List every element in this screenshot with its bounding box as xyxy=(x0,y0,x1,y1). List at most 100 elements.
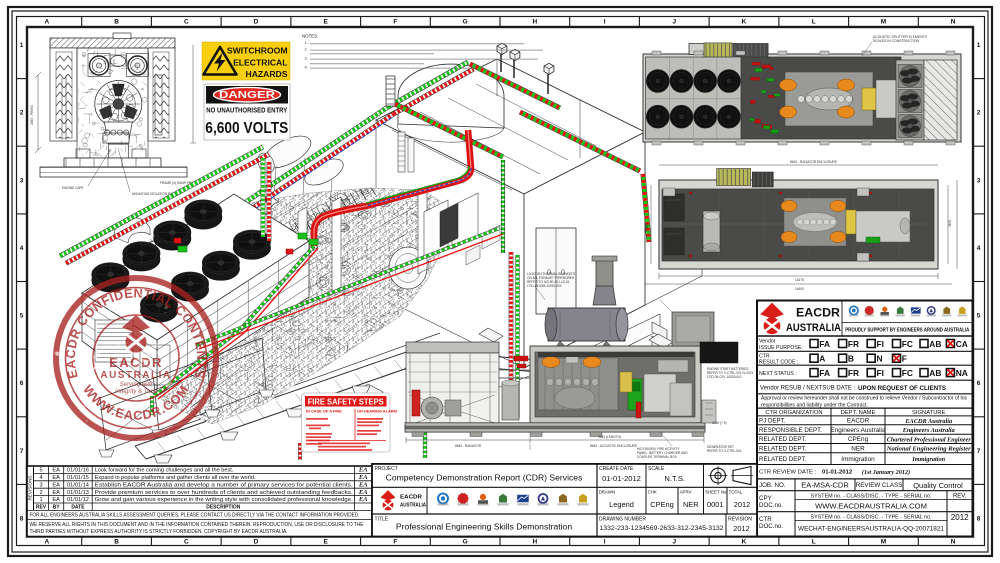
svg-text:CTR: CTR xyxy=(759,354,770,360)
svg-text:M: M xyxy=(881,539,886,546)
svg-text:1.: 1. xyxy=(305,41,308,45)
svg-text:ON ALL EXHAUST PIPEWORKS: ON ALL EXHAUST PIPEWORKS xyxy=(527,276,574,280)
svg-text:5: 5 xyxy=(20,313,24,320)
svg-text:REV.: REV. xyxy=(953,494,967,500)
svg-text:AB: AB xyxy=(929,339,941,349)
svg-text:0001: 0001 xyxy=(707,500,723,509)
svg-text:(1st January 2012): (1st January 2012) xyxy=(862,469,910,476)
svg-text:HAZARDS: HAZARDS xyxy=(245,69,287,79)
svg-text:H: H xyxy=(533,539,538,546)
svg-text:JOB. NO.: JOB. NO. xyxy=(759,482,786,489)
svg-text:LTID-09-CPL-10025-001: LTID-09-CPL-10025-001 xyxy=(707,375,742,379)
svg-text:WECHAT-ENGINEERSAUSTRALIA-QQ-2: WECHAT-ENGINEERSAUSTRALIA-QQ-20071821 xyxy=(798,526,944,533)
svg-text:REV: REV xyxy=(36,505,47,511)
svg-text:G: G xyxy=(463,539,468,546)
svg-text:LTID-091009-10019-001: LTID-091009-10019-001 xyxy=(527,284,562,288)
svg-text:EA-MSA-CDR: EA-MSA-CDR xyxy=(801,481,849,490)
svg-text:FIRE SAFETY STEPS: FIRE SAFETY STEPS xyxy=(308,398,385,407)
svg-text:RELATED DEPT.: RELATED DEPT. xyxy=(759,456,807,463)
svg-text:CTR REVIEW DATE :: CTR REVIEW DATE : xyxy=(759,470,817,476)
svg-text:8640 - ACOUSTIC ENCLOSURE: 8640 - ACOUSTIC ENCLOSURE xyxy=(590,444,637,448)
svg-text:B: B xyxy=(114,19,119,26)
svg-text:6: 6 xyxy=(20,380,24,387)
svg-text:M: M xyxy=(881,19,886,26)
svg-text:K: K xyxy=(742,19,747,26)
svg-text:NEXT STATUS :: NEXT STATUS : xyxy=(759,371,797,377)
svg-text:DESCRIPTION: DESCRIPTION xyxy=(206,505,241,511)
svg-text:THIRD PARTIES WITHOUT EXPRESS: THIRD PARTIES WITHOUT EXPRESS AUTHORITY … xyxy=(30,529,288,535)
svg-text:2: 2 xyxy=(39,490,42,496)
svg-text:EA: EA xyxy=(52,468,60,474)
svg-text:LAGG ON THERMAL BLANKETS: LAGG ON THERMAL BLANKETS xyxy=(527,272,575,276)
svg-text:EA: EA xyxy=(358,489,368,496)
svg-text:CPEng: CPEng xyxy=(650,500,673,509)
svg-text:Immigration: Immigration xyxy=(911,456,945,463)
svg-text:AB: AB xyxy=(929,368,941,378)
svg-text:WWW.EACDRAUSTRALIA.COM: WWW.EACDRAUSTRALIA.COM xyxy=(815,502,927,511)
svg-text:2012: 2012 xyxy=(951,513,969,522)
svg-text:EA: EA xyxy=(52,490,60,496)
svg-text:DOC.no.: DOC.no. xyxy=(759,523,783,530)
svg-text:D: D xyxy=(254,19,259,26)
svg-text:EACDR: EACDR xyxy=(400,495,423,501)
svg-text:F: F xyxy=(393,19,397,26)
svg-text:2012: 2012 xyxy=(734,500,750,509)
svg-text:L: L xyxy=(812,19,816,26)
svg-text:FRAME (4) SUMP PROFILE: FRAME (4) SUMP PROFILE xyxy=(160,181,201,185)
svg-text:SEALED IN CONSTRUCTION: SEALED IN CONSTRUCTION xyxy=(873,39,920,43)
svg-text:C: C xyxy=(184,539,189,546)
svg-text:responsibilities and liability: responsibilities and liability under the… xyxy=(761,402,868,408)
svg-text:Provide premium services to ov: Provide premium services to over hundred… xyxy=(95,490,354,496)
svg-text:ACM (7.5): ACM (7.5) xyxy=(712,421,727,425)
svg-text:E: E xyxy=(324,19,329,26)
svg-text:Immigration: Immigration xyxy=(841,456,875,463)
svg-text:FOR ALL ENGINEERS AUSTRALIA SK: FOR ALL ENGINEERS AUSTRALIA SKILLS ASSES… xyxy=(30,513,360,519)
svg-text:H: H xyxy=(533,19,538,26)
svg-text:IN CASE OF A FIRE: IN CASE OF A FIRE xyxy=(306,409,342,414)
svg-text:Approval or review hereunder s: Approval or review hereunder shall not b… xyxy=(761,396,967,402)
svg-text:EACDR Australia: EACDR Australia xyxy=(904,418,952,425)
svg-text:DRAWING NUMBER: DRAWING NUMBER xyxy=(599,516,646,522)
svg-text:National Engineering Register: National Engineering Register xyxy=(886,446,972,453)
svg-text:1332-233-1234569-2633-312-2345: 1332-233-1234569-2633-312-2345-3132 xyxy=(600,525,724,532)
svg-text:J: J xyxy=(672,539,676,546)
svg-text:REVISIONS: REVISIONS xyxy=(28,475,33,500)
svg-text:ACOUSTIC SPLITTER ELEMENTS: ACOUSTIC SPLITTER ELEMENTS xyxy=(873,35,928,39)
svg-text:CTR ORGANIZATION: CTR ORGANIZATION xyxy=(765,410,822,416)
svg-text:2: 2 xyxy=(977,110,981,117)
svg-text:AUSTRALIA: AUSTRALIA xyxy=(100,370,171,381)
svg-text:RELATED DEPT.: RELATED DEPT. xyxy=(759,445,807,452)
svg-text:Vendor: Vendor xyxy=(759,339,776,345)
svg-text:4.: 4. xyxy=(305,66,308,70)
svg-text:FI: FI xyxy=(877,368,884,378)
svg-text:01/01/15: 01/01/15 xyxy=(67,475,89,481)
svg-text:SCALE: SCALE xyxy=(648,466,665,472)
svg-text:8640 - RADIATOR ENCLOSURE: 8640 - RADIATOR ENCLOSURE xyxy=(790,160,837,164)
svg-text:SHEET No: SHEET No xyxy=(705,489,727,494)
svg-text:SYSTEM no. - CLASS/DISC. - TYP: SYSTEM no. - CLASS/DISC. - TYPE - SERIAL… xyxy=(810,494,931,500)
svg-text:N: N xyxy=(877,354,883,364)
svg-text:J: J xyxy=(672,19,676,26)
svg-text:NER: NER xyxy=(683,500,699,509)
svg-text:PANEL, BATTERY CHARGER AND: PANEL, BATTERY CHARGER AND xyxy=(637,451,688,455)
svg-text:EA: EA xyxy=(358,481,368,488)
svg-text:5: 5 xyxy=(977,313,981,320)
svg-text:3: 3 xyxy=(20,177,24,184)
svg-text:Legend: Legend xyxy=(609,500,634,509)
svg-text:4: 4 xyxy=(977,245,981,252)
svg-text:RESPONSIBLE DEPT.: RESPONSIBLE DEPT. xyxy=(759,427,822,434)
svg-text:9640 (LENGTH): 9640 (LENGTH) xyxy=(598,435,621,439)
svg-text:NO UNAUTHORISED ENTRY: NO UNAUTHORISED ENTRY xyxy=(206,106,287,115)
svg-text:CHK: CHK xyxy=(648,489,657,494)
svg-text:7: 7 xyxy=(20,448,24,455)
svg-text:PJ DEPT.: PJ DEPT. xyxy=(759,418,786,425)
svg-text:Expand in popular platforms an: Expand in popular platforms and gather c… xyxy=(95,475,256,481)
svg-text:NOTES:: NOTES: xyxy=(302,34,318,39)
svg-text:6,600 VOLTS: 6,600 VOLTS xyxy=(205,120,288,137)
svg-text:SYSTEM no. - CLASS/DISC. - TYP: SYSTEM no. - CLASS/DISC. - TYPE - SERIAL… xyxy=(810,515,931,521)
svg-text:CPY: CPY xyxy=(759,495,772,502)
svg-text:Professional Engineering Skill: Professional Engineering Skills Demonstr… xyxy=(396,522,572,532)
svg-text:2: 2 xyxy=(20,110,24,117)
svg-text:1: 1 xyxy=(977,42,981,49)
svg-text:TITLE: TITLE xyxy=(375,516,389,522)
